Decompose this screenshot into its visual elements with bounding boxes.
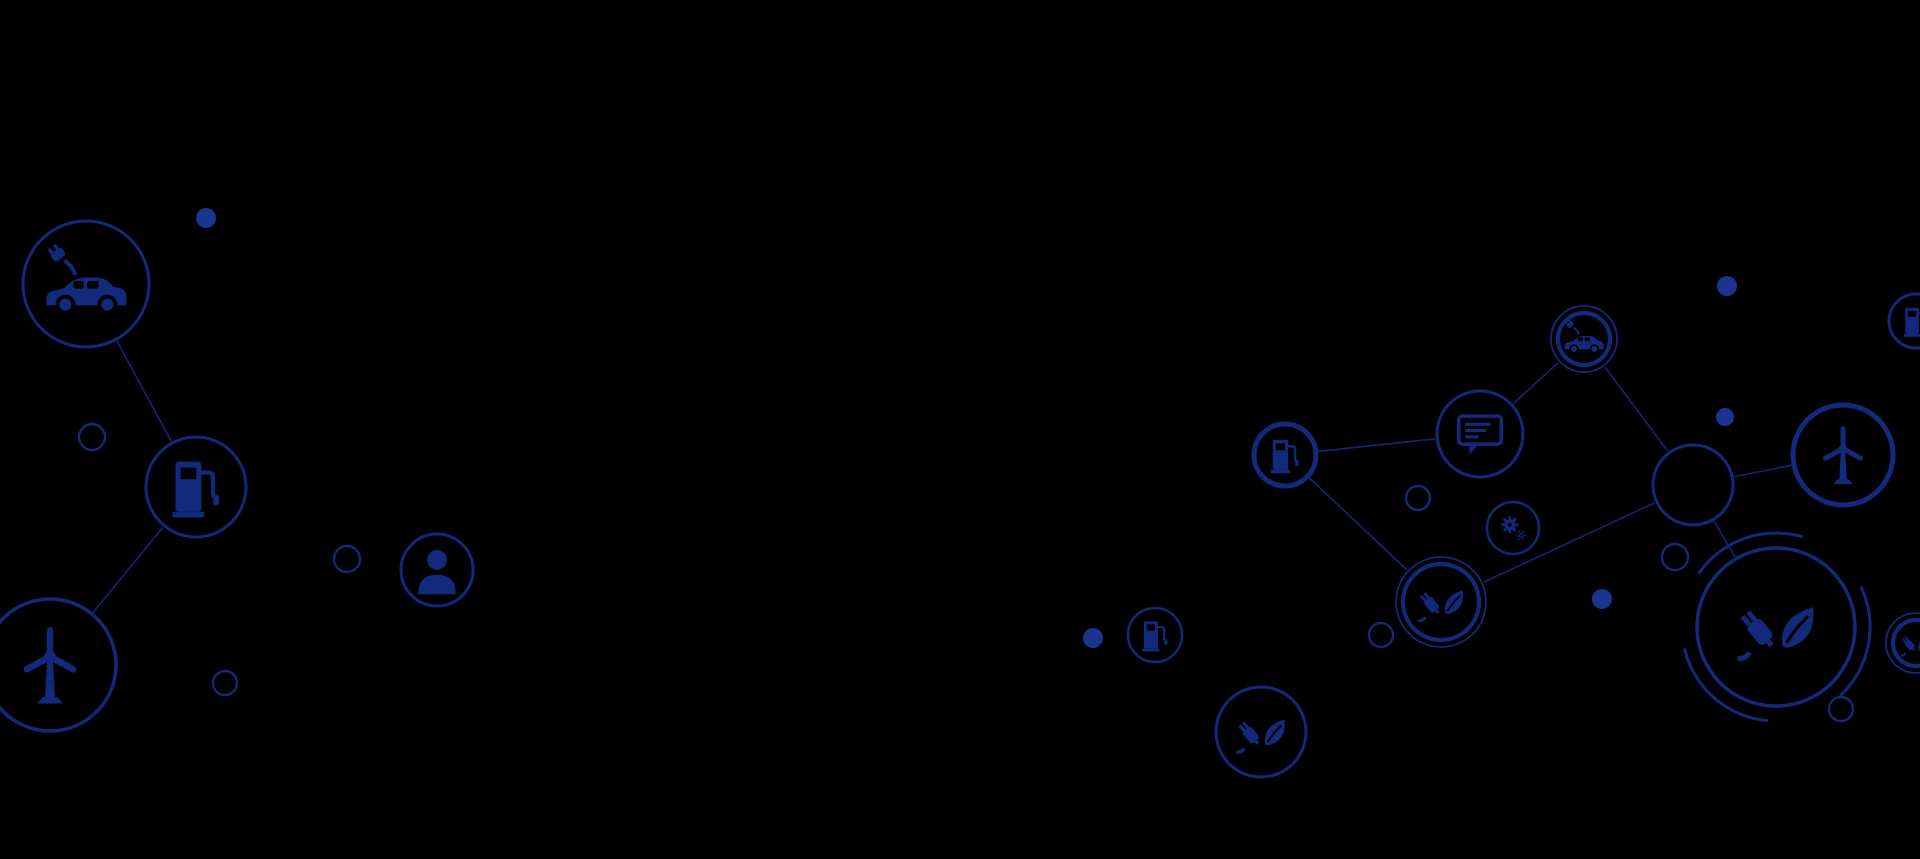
fuel-pump-icon: [172, 462, 219, 518]
node-circle: [1887, 292, 1920, 350]
node-circle: [1367, 621, 1395, 649]
fuel-pump-icon: [1902, 306, 1920, 339]
fuel-pump-node: [1887, 292, 1920, 350]
node-circle: [399, 532, 475, 608]
wind-turbine-node: [0, 597, 118, 733]
decorative-dot: [1717, 276, 1737, 296]
decorative-dot: [1716, 408, 1734, 426]
plug-leaf-icon: [1234, 717, 1287, 754]
electric-car-node: [1550, 305, 1618, 373]
connector-line: [1512, 362, 1559, 405]
fuel-pump-icon: [1141, 620, 1169, 653]
fuel-pump-icon: [1269, 438, 1301, 475]
decorative-ring: [211, 669, 239, 697]
electric-car-icon: [44, 240, 129, 315]
fuel-pump-node: [144, 435, 248, 539]
empty-circle-node: [1651, 443, 1735, 527]
node-circle: [1395, 556, 1487, 648]
plug-leaf-icon: [1899, 634, 1920, 657]
plug-leaf-node: [1214, 685, 1308, 779]
node-circle: [77, 422, 107, 452]
decorative-ring: [1367, 621, 1395, 649]
connector-line: [116, 340, 172, 442]
node-circle: [1660, 542, 1690, 572]
node-circle: [1651, 443, 1735, 527]
decorative-dot: [1592, 589, 1612, 609]
node-circle: [196, 208, 216, 228]
node-circle: [0, 597, 118, 733]
node-circle: [1435, 389, 1525, 479]
node-circle: [1827, 695, 1855, 723]
decorative-ring: [77, 422, 107, 452]
gears-node: [1485, 500, 1541, 556]
node-circle: [1400, 561, 1482, 643]
wind-turbine-icon: [27, 630, 73, 703]
node-circle: [1083, 628, 1103, 648]
node-circle: [144, 435, 248, 539]
node-circle: [1251, 421, 1319, 489]
plug-leaf-node: [1395, 556, 1487, 648]
node-circle: [1717, 276, 1737, 296]
node-circle: [332, 544, 362, 574]
connections-layer: [92, 340, 1793, 613]
electric-car-icon: [1563, 317, 1605, 354]
node-circle: [1695, 546, 1857, 708]
decorative-dot: [1083, 628, 1103, 648]
node-circle: [1214, 685, 1308, 779]
node-circle: [1550, 305, 1618, 373]
node-circle: [21, 219, 151, 349]
fuel-pump-node: [1126, 606, 1184, 664]
connector-line: [1483, 501, 1656, 583]
person-node: [399, 532, 475, 608]
plug-leaf-icon: [1416, 588, 1465, 623]
node-circle: [1716, 408, 1734, 426]
connector-line: [1308, 477, 1408, 571]
plug-leaf-node: [1885, 612, 1920, 674]
node-circle: [1592, 589, 1612, 609]
node-circle: [1885, 612, 1920, 674]
node-circle: [1485, 500, 1541, 556]
connector-line: [92, 526, 164, 613]
node-circle: [1404, 484, 1432, 512]
connector-line: [1713, 520, 1736, 558]
decorative-ring: [1660, 542, 1690, 572]
node-circle: [1555, 310, 1613, 368]
connector-line: [1317, 438, 1436, 453]
decorative-ring: [1827, 695, 1855, 723]
connector-line: [1604, 366, 1669, 452]
chat-icon: [1456, 414, 1504, 457]
decorative-dot: [196, 208, 216, 228]
wind-turbine-node: [1790, 402, 1896, 508]
node-circle: [1680, 531, 1872, 723]
plug-leaf-icon: [1737, 607, 1813, 658]
nodes-layer: [0, 208, 1920, 779]
connector-line: [1734, 464, 1793, 478]
chat-node: [1435, 389, 1525, 479]
electric-car-node: [21, 219, 151, 349]
node-circle: [211, 669, 239, 697]
fuel-pump-node: [1251, 421, 1319, 489]
plug-leaf-node: [1680, 531, 1872, 723]
node-circle: [1790, 402, 1896, 508]
node-circle: [1890, 617, 1920, 669]
gears-icon: [1499, 514, 1528, 542]
decorative-ring: [332, 544, 362, 574]
node-circle: [1126, 606, 1184, 664]
decorative-ring: [1404, 484, 1432, 512]
wind-turbine-icon: [1826, 429, 1861, 484]
person-icon: [418, 549, 456, 595]
